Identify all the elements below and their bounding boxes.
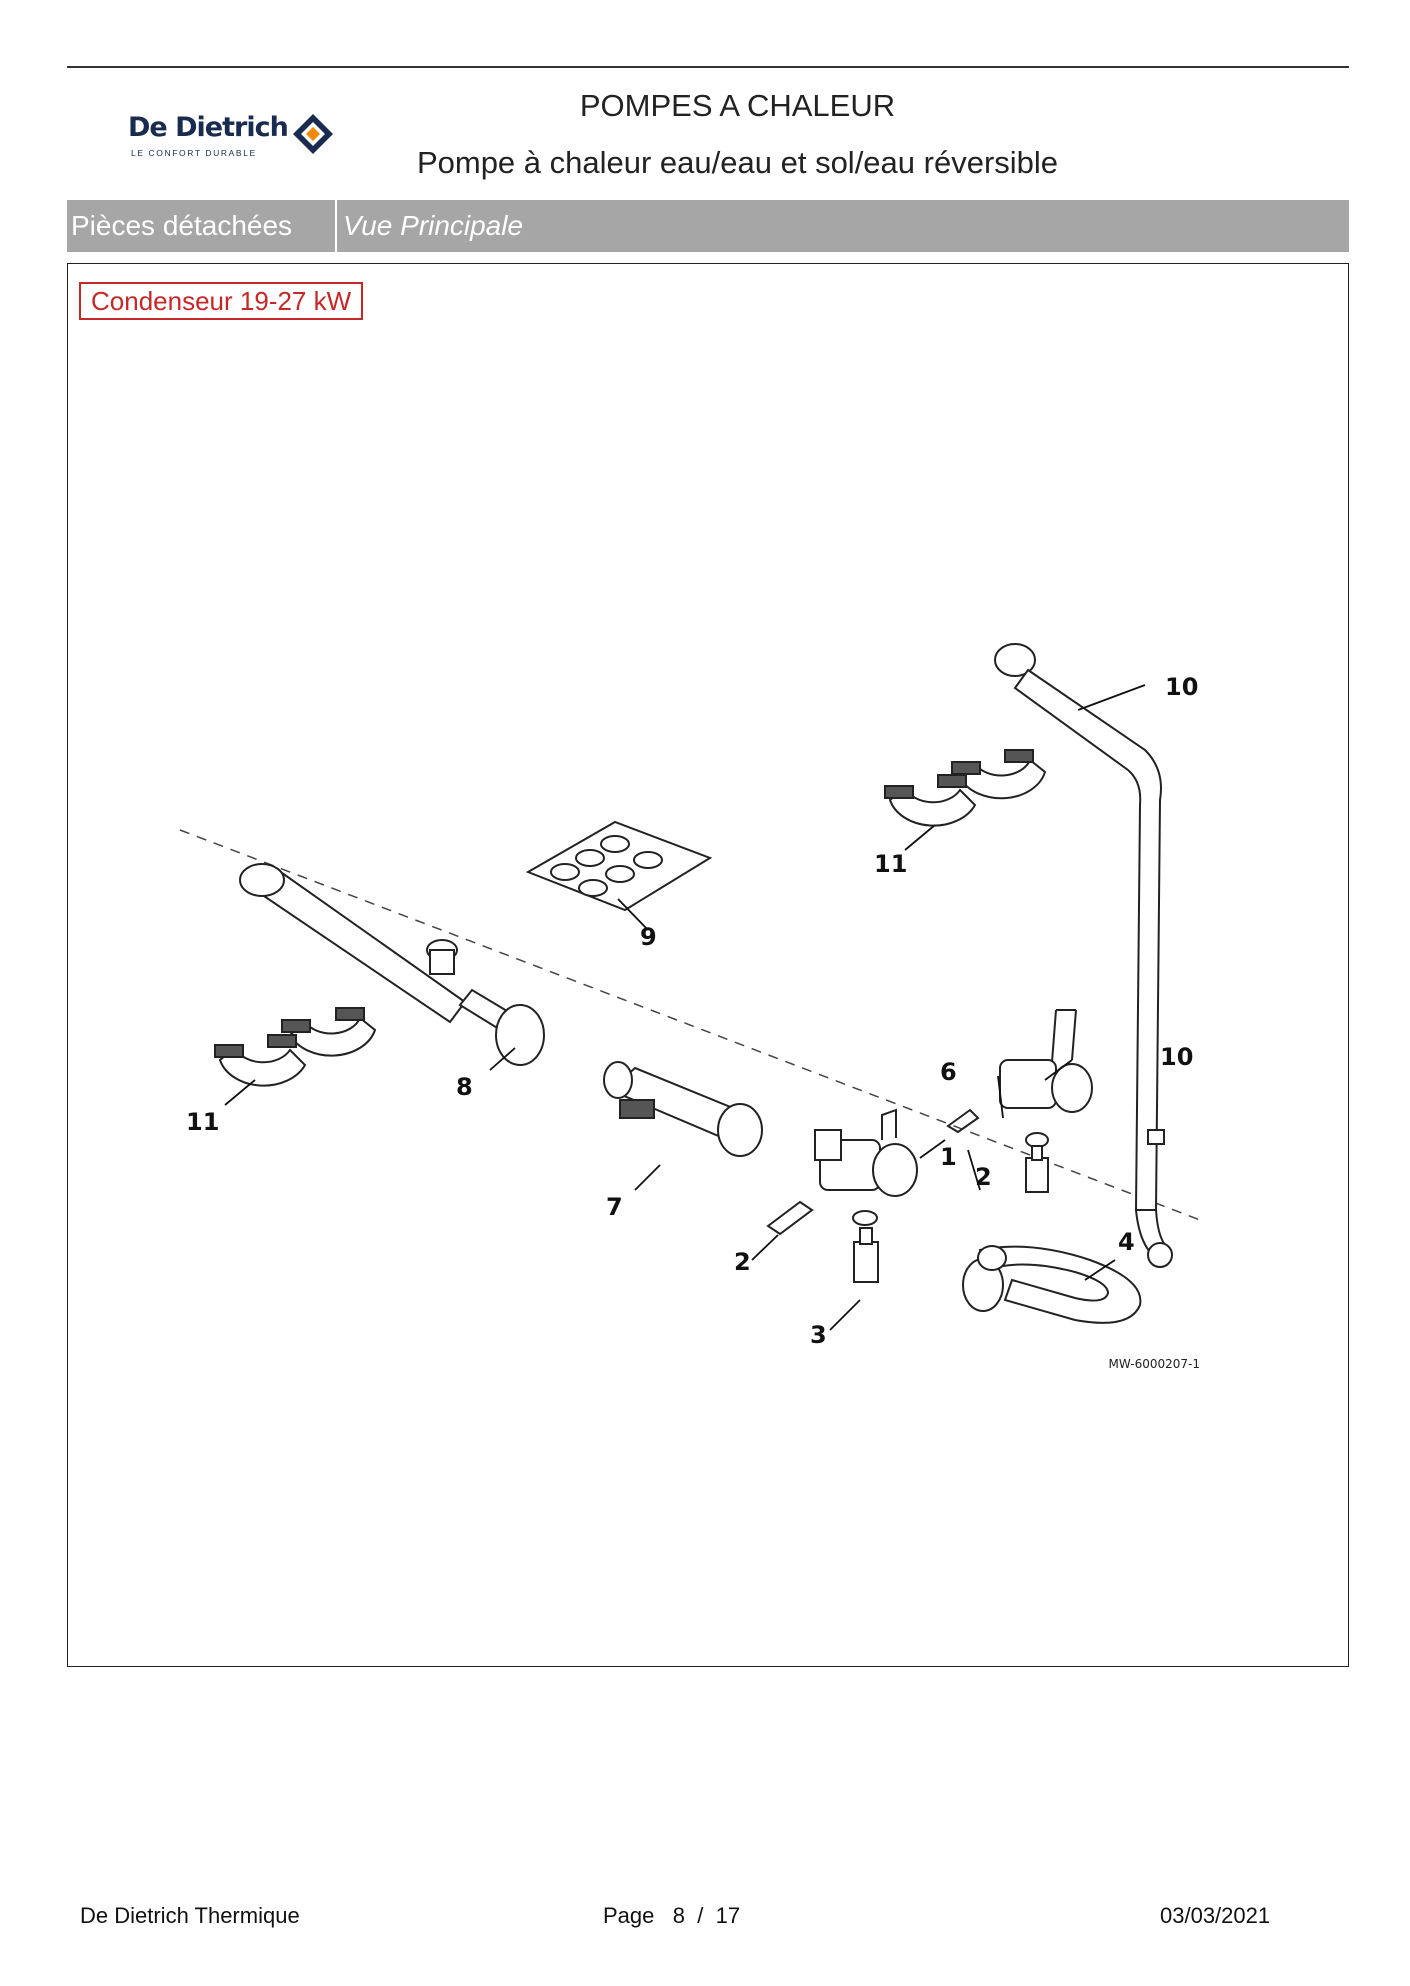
section-divider: [335, 200, 337, 252]
callout-leaders: [224, 684, 1146, 1331]
footer-page-total: 17: [715, 1903, 741, 1928]
drawing-reference: MW-6000207-1: [1109, 1357, 1200, 1371]
pipe-part-7-icon: [239, 863, 545, 1066]
brand-name: De Dietrich: [128, 112, 289, 143]
callout-10: 10: [1165, 673, 1198, 701]
clip-part-11-right-icon: [884, 749, 1047, 827]
callout-7: 8: [456, 1073, 473, 1101]
callout-2-right: 2: [975, 1163, 992, 1191]
callout-8: 9: [640, 923, 657, 951]
clip-part-2-icon: [766, 1108, 980, 1236]
brand-diamond-icon: [293, 114, 333, 154]
footer-company: De Dietrich Thermique: [80, 1903, 300, 1928]
callout-2-left: 2: [734, 1248, 751, 1276]
callout-11-right: 11: [874, 850, 907, 878]
document-subtitle: Pompe à chaleur eau/eau et sol/eau réver…: [416, 145, 1059, 180]
callout-11-left: 11: [186, 1108, 219, 1136]
footer-page-separator: /: [697, 1903, 704, 1928]
section-view-name: Vue Principale: [343, 210, 524, 241]
top-rule: [67, 66, 1349, 68]
callout-3: 3: [810, 1321, 827, 1349]
footer-date: 03/03/2021: [1160, 1903, 1271, 1928]
callout-6: 7: [606, 1193, 623, 1221]
filter-part-6-icon: [603, 1061, 763, 1157]
clip-part-11-left-icon: [214, 1007, 377, 1087]
callout-5: 6: [940, 1058, 957, 1086]
footer-page-current: 8: [672, 1903, 685, 1928]
axis-dashed-line: [179, 829, 1201, 1221]
section-bar: Pièces détachées Vue Principale: [67, 200, 1349, 252]
section-label: Pièces détachées: [71, 210, 293, 241]
valve-part-1-icon: [814, 1129, 918, 1197]
exploded-view-drawing: 10 11 9 8 11 7 6 10 9 1 2 2 3 4 MW-60002…: [179, 643, 1201, 1371]
document-title: POMPES A CHALEUR: [579, 88, 896, 123]
u-pipe-part-4-icon: [962, 1245, 1142, 1324]
brand-logo: De Dietrich LE CONFORT DURABLE: [128, 112, 348, 162]
callout-4: 4: [1118, 1228, 1135, 1256]
footer-page-label: Page: [603, 1903, 655, 1928]
assembly-tag: Condenseur 19-27 kW: [79, 282, 364, 320]
valve-part-9-icon: [999, 1009, 1093, 1113]
brand-tagline: LE CONFORT DURABLE: [131, 148, 257, 158]
fitting-part-3-icon: [852, 1132, 1049, 1283]
callout-1: 1: [940, 1143, 957, 1171]
footer-pagination: Page 8 / 17: [603, 1903, 740, 1929]
pipe-part-10-icon: [994, 643, 1173, 1268]
seals-part-8-icon: [525, 820, 713, 912]
callout-9: 10: [1160, 1043, 1193, 1071]
drawing-frame: [67, 263, 1349, 1667]
